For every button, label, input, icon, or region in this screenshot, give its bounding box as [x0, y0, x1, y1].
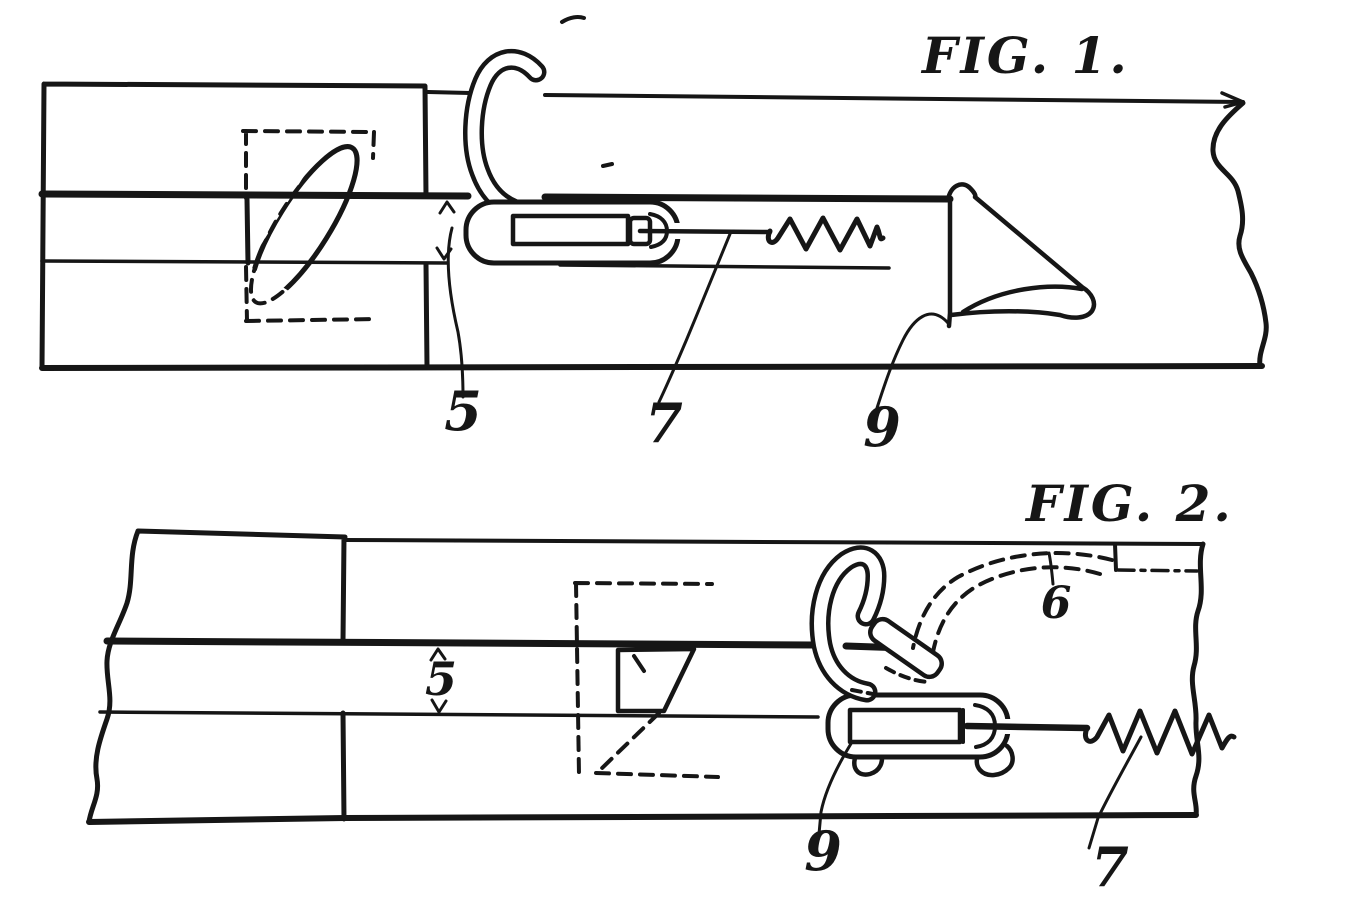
fig1-key-hidden-outline: [248, 144, 360, 306]
fig1-catch: [945, 182, 1097, 329]
fig1-title: FIG. 1.: [920, 26, 1130, 85]
fig2-ref-label-7: 7: [1091, 835, 1129, 899]
fig2-wire: [963, 722, 1091, 732]
fig1-ref-label-7: 7: [645, 391, 683, 455]
fig2-leader-7: [1087, 735, 1143, 850]
fig1-keyway-solid-edge: [244, 196, 251, 266]
figure-1: FIG. 1. 5 7 9: [38, 15, 1269, 459]
fig1-slot-bottom-line: [40, 259, 891, 270]
fig1-leader-9: [875, 312, 950, 410]
fig1-wire: [637, 228, 773, 235]
fig2-title: FIG. 2.: [1024, 474, 1234, 533]
fig2-slot-top-line: [103, 637, 907, 652]
fig1-leader-5: [446, 226, 465, 399]
fig1-slot-dimension-arrows: [435, 200, 456, 261]
figure-2: FIG. 2. 5 6 9 7: [86, 474, 1237, 899]
fig2-phantom-latch-dashes: [850, 666, 930, 696]
fig2-slot-dimension-arrows: [429, 647, 448, 714]
fig2-leader-9: [817, 740, 854, 836]
fig1-fixed-block-outline: [39, 81, 430, 371]
fig2-latch-plate: [868, 616, 944, 680]
fig1-torn-edge: [1210, 100, 1269, 369]
fig1-keyway-dashed-outline: [241, 129, 379, 323]
fig2-bottom-edge: [86, 812, 1199, 825]
fig1-spring: [765, 215, 886, 253]
fig2-ref-label-5: 5: [425, 652, 457, 706]
fig2-fixed-block-outline: [86, 528, 348, 825]
fig2-slot-opening: [615, 646, 697, 714]
fig1-bottom-edge: [39, 363, 1265, 371]
fig1-key-visible-outline: [248, 144, 360, 299]
fig2-notch-edge: [1113, 542, 1118, 572]
fig1-stray-marks: [560, 15, 614, 168]
fig2-leader-6: [1047, 551, 1055, 586]
fig1-leader-7: [657, 232, 732, 404]
fig1-ref-label-9: 9: [863, 395, 901, 459]
fig2-phantom-hook-arc: [911, 551, 1114, 654]
fig2-ref-label-6: 6: [1041, 578, 1072, 629]
fig2-notch-floor-dashdot: [1116, 568, 1199, 573]
fig2-torn-edge: [1189, 541, 1206, 818]
fig2-hook-core: [814, 549, 882, 698]
fig1-ref-label-5: 5: [444, 379, 482, 443]
fig1-hook-core: [467, 53, 572, 221]
fig2-keyway-dashed-outline: [573, 581, 720, 779]
fig2-spring: [1082, 708, 1237, 757]
fig2-slot-opening-mark: [632, 654, 646, 673]
fig1-slider-slot: [510, 213, 631, 247]
fig2-slot-bottom-line: [98, 710, 820, 719]
fig1-bar-top-line: [426, 90, 1245, 104]
fig2-slider-slot: [847, 707, 963, 745]
fig2-bar-top-line: [343, 538, 1205, 546]
fig2-ref-label-9: 9: [804, 819, 842, 883]
fig1-slot-top-line: [38, 190, 954, 203]
